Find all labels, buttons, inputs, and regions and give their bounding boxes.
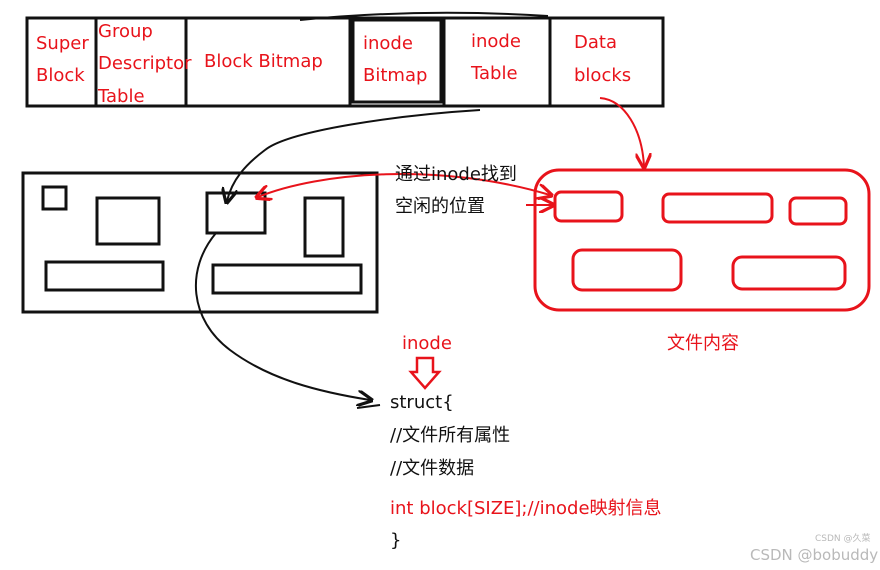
cell-inode-bitmap: inode Bitmap xyxy=(363,33,427,86)
inode-slot-wide-right xyxy=(211,263,363,295)
top-connector-curve xyxy=(299,11,549,21)
data-blocks-area xyxy=(533,168,871,312)
label-inode: inode xyxy=(402,333,452,354)
struct-pointer-tick xyxy=(356,404,381,409)
data-block-3 xyxy=(788,196,848,226)
data-block-2 xyxy=(661,192,774,224)
code-line-struct: struct{ xyxy=(390,392,454,413)
arrow-inode-to-datablock xyxy=(258,173,550,197)
inode-slot-square xyxy=(95,196,161,246)
code-line-data: //文件数据 xyxy=(390,458,474,479)
data-block-1 xyxy=(553,190,624,223)
struct-code-block: struct{ //文件所有属性 //文件数据 int block[SIZE];… xyxy=(390,392,662,551)
arrow-inode-table-to-inode xyxy=(227,109,481,201)
inode-slot-tall xyxy=(303,196,345,258)
inode-slot-small xyxy=(41,185,68,211)
down-arrow-icon xyxy=(408,356,442,390)
layout-bar-frame xyxy=(25,16,665,108)
inode-slot-target xyxy=(205,191,267,235)
watermark-small: CSDN @久菜 xyxy=(815,532,871,544)
code-line-block-array: int block[SIZE];//inode映射信息 xyxy=(390,498,662,519)
data-block-4 xyxy=(571,248,683,292)
data-block-5 xyxy=(731,255,847,291)
watermark-main: CSDN @bobuddy xyxy=(750,546,878,564)
annotation-find-free-line1: 通过inode找到 xyxy=(395,164,517,185)
data-blocks-frame xyxy=(533,168,871,312)
label-file-content: 文件内容 xyxy=(667,333,739,354)
arrow-datablocks-to-content xyxy=(599,97,644,166)
cell-group-descriptor-table: Group Descriptor Table xyxy=(97,21,197,107)
inode-bitmap-box xyxy=(351,18,443,104)
block-group-layout: Super Block Group Descriptor Table Block… xyxy=(25,11,665,108)
cell-super-block: Super Block xyxy=(36,33,94,86)
inode-slot-wide-left xyxy=(44,260,165,292)
arrow-inode-to-struct xyxy=(194,232,370,400)
inode-table-area xyxy=(21,171,379,314)
cell-block-bitmap: Block Bitmap xyxy=(204,51,323,72)
cell-data-blocks: Data blocks xyxy=(574,32,631,86)
code-line-close: } xyxy=(390,530,401,551)
code-line-attributes: //文件所有属性 xyxy=(390,425,510,446)
cell-inode-table: inode Table xyxy=(470,31,527,84)
annotation-find-free-line2: 空闲的位置 xyxy=(395,196,485,217)
